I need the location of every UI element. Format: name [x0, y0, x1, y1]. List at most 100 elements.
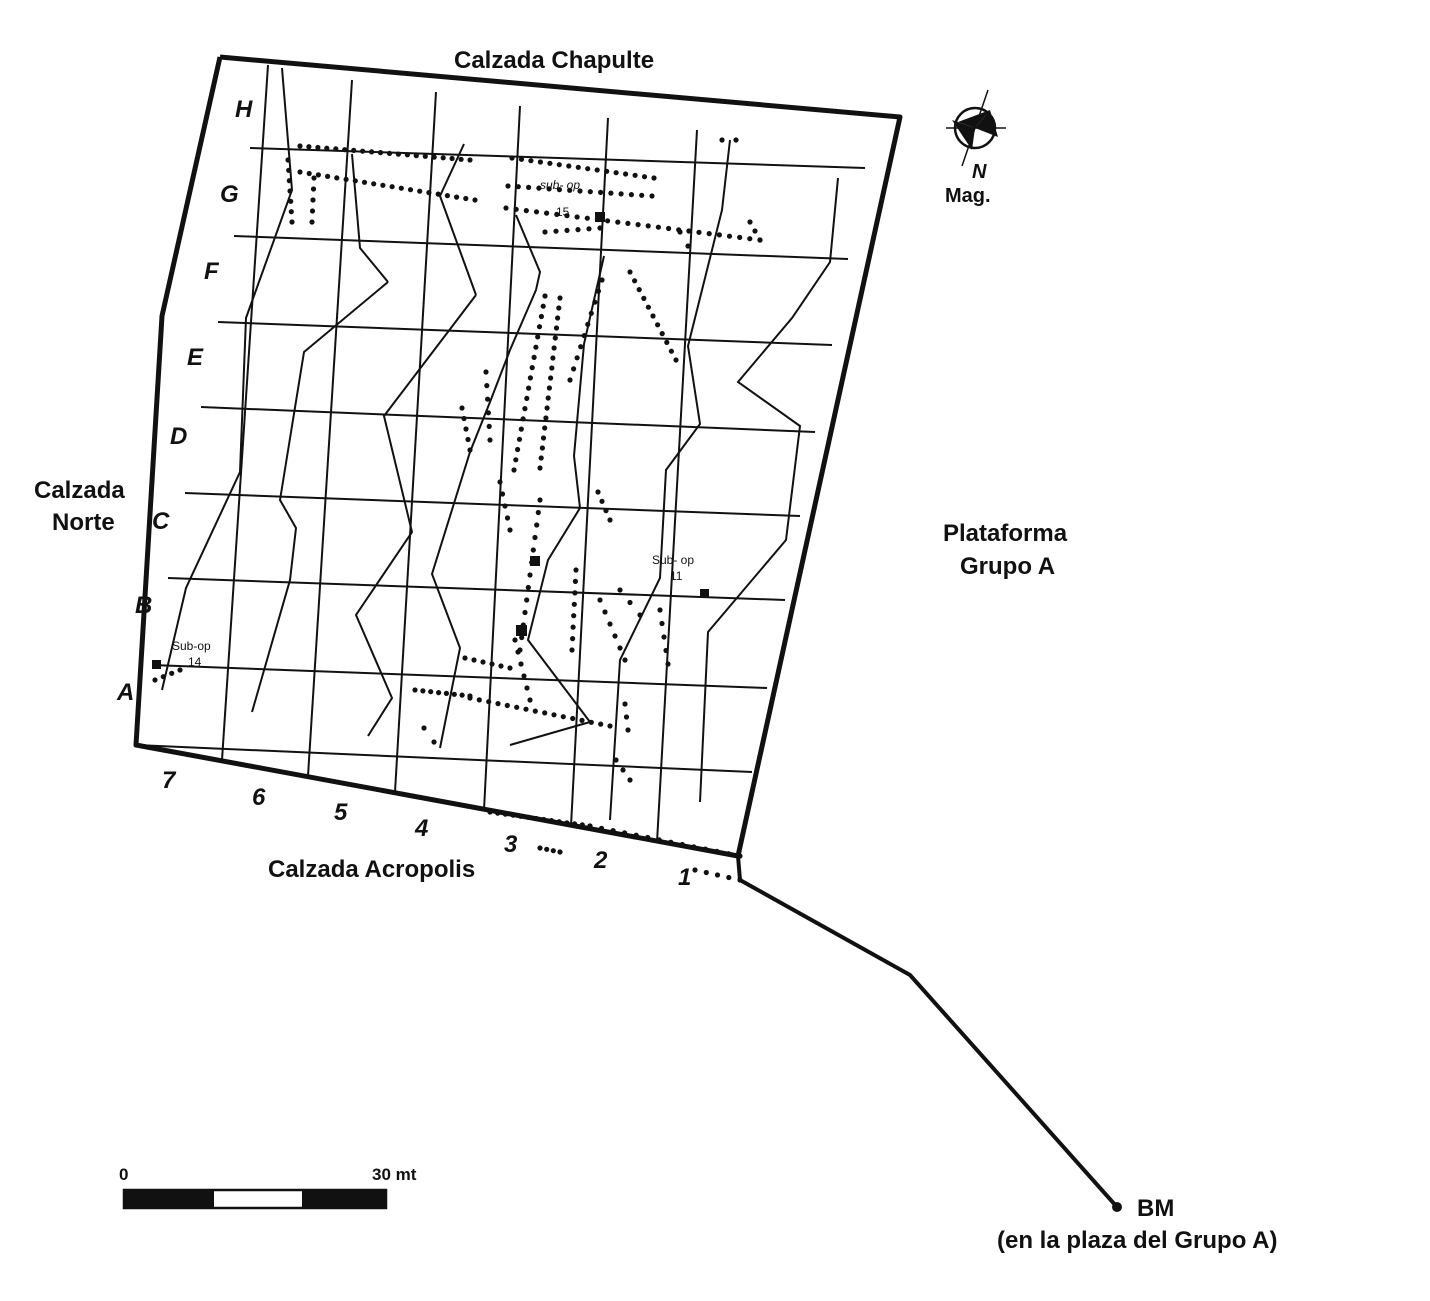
feature-dot [451, 691, 457, 697]
feature-dot [546, 186, 552, 192]
feature-dot [306, 170, 312, 177]
feature-dot [567, 187, 573, 193]
feature-dot [595, 489, 601, 495]
feature-dot [661, 634, 667, 640]
feature-dot [499, 491, 506, 497]
feature-dot [737, 877, 743, 883]
feature-dot [535, 334, 541, 340]
feature-dot [552, 335, 558, 341]
feature-dot [602, 609, 608, 615]
feature-dot [519, 634, 525, 641]
feature-dot [458, 156, 464, 162]
feature-dot [286, 178, 292, 184]
feature-dot [431, 154, 437, 160]
feature-dot [663, 647, 669, 654]
feature-dot [509, 155, 515, 161]
feature-dot [515, 184, 521, 190]
feature-dot [572, 578, 579, 585]
feature-dot [594, 167, 600, 173]
feature-dot [521, 673, 527, 679]
feature-dot [572, 821, 578, 827]
feature-dot [395, 151, 401, 157]
feature-dot [535, 509, 541, 516]
col-label-1: 1 [678, 864, 691, 891]
feature-dot [617, 645, 623, 651]
feature-dot [655, 322, 661, 328]
subop-14-label-line2: 14 [188, 655, 202, 669]
feature-dot [550, 848, 556, 854]
feature-dot [584, 215, 590, 221]
feature-dot [309, 208, 316, 214]
feature-dot [533, 815, 539, 822]
row-label-h: H [235, 96, 253, 123]
feature-dot [537, 845, 543, 851]
feature-dot [465, 436, 471, 443]
feature-dot [343, 176, 349, 182]
feature-dot [625, 727, 631, 733]
feature-dot [480, 659, 486, 665]
feature-dot [486, 423, 492, 429]
row-label-c: C [152, 508, 170, 535]
feature-dot [420, 688, 426, 694]
feature-dot [289, 219, 295, 225]
feature-dot [333, 146, 339, 152]
feature-dot [572, 590, 578, 596]
feature-dot [504, 515, 511, 521]
feature-dot [556, 819, 562, 825]
feature-dot [371, 181, 377, 187]
col-label-2: 2 [593, 847, 608, 874]
feature-dot [570, 715, 576, 722]
feature-dot [560, 714, 566, 720]
feature-dot [504, 702, 510, 709]
feature-dot [524, 685, 530, 691]
feature-dot [546, 385, 553, 391]
feature-dot [518, 426, 524, 432]
feature-dot [547, 160, 553, 166]
feature-dot [463, 195, 469, 202]
feature-dot [613, 757, 619, 763]
feature-dot [286, 167, 292, 173]
feature-dot [725, 851, 732, 857]
feature-dot [471, 657, 477, 663]
feature-dot [516, 436, 523, 442]
feature-dot [389, 184, 395, 190]
feature-dot [160, 674, 166, 680]
south-road-label: Calzada Acropolis [268, 856, 475, 883]
feature-dot [641, 174, 648, 180]
feature-dot [472, 197, 478, 203]
feature-dot [632, 278, 638, 284]
col-label-3: 3 [504, 831, 518, 858]
feature-dot [459, 692, 465, 698]
grid-row-line-2 [167, 577, 786, 601]
feature-dot [544, 210, 550, 216]
feature-dot [622, 657, 628, 663]
feature-dot [536, 324, 543, 330]
feature-dot [522, 609, 528, 616]
feature-dot [287, 188, 293, 194]
datum-markers [152, 212, 709, 669]
feature-dot [665, 661, 671, 667]
feature-dot [544, 405, 550, 411]
feature-dot [726, 233, 733, 239]
feature-dot [566, 163, 572, 169]
feature-dot [686, 228, 692, 234]
benchmark-line [736, 855, 1119, 1209]
feature-dot [522, 406, 528, 412]
feature-dot [412, 687, 418, 693]
feature-dot [515, 446, 521, 453]
subop-11-label-line2: 11 [670, 569, 683, 583]
feature-dot [288, 209, 294, 215]
zigzag-line-6 [526, 255, 605, 723]
feature-dot [556, 305, 562, 311]
feature-dot [462, 655, 468, 661]
feature-dot [542, 425, 548, 431]
feature-dot [570, 636, 576, 642]
feature-dot [527, 572, 533, 578]
feature-dot [537, 465, 543, 471]
feature-dot [495, 701, 501, 707]
west-road-label-line1: Calzada [34, 477, 125, 504]
feature-dot [532, 708, 538, 714]
feature-dot [306, 144, 312, 150]
grid-col-line-1 [307, 79, 353, 777]
feature-dot [733, 137, 739, 143]
